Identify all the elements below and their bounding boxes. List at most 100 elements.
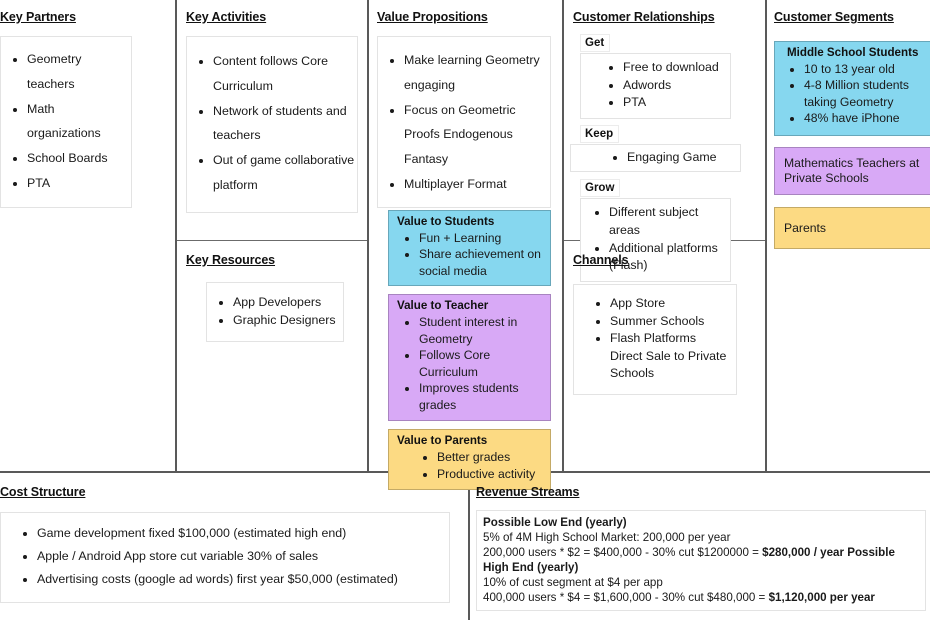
list-item: 4-8 Million students taking Geometry xyxy=(804,77,930,110)
list-item: Focus on Geometric Proofs Endogenous Fan… xyxy=(404,98,550,172)
list-item: Summer Schools xyxy=(610,313,736,331)
card-middle-school-students: Middle School Students 10 to 13 year old… xyxy=(774,41,930,136)
cost-structure-title: Cost Structure xyxy=(0,485,86,499)
list-item: Game development fixed $100,000 (estimat… xyxy=(37,522,449,545)
list-item: Geometry teachers xyxy=(27,47,131,97)
group-label-keep: Keep xyxy=(580,124,620,143)
key-activities-panel: Content follows Core Curriculum Network … xyxy=(186,36,358,213)
list-item: Advertising costs (google ad words) firs… xyxy=(37,568,449,591)
list-item: Student interest in Geometry xyxy=(419,314,550,347)
key-partners-panel: Geometry teachers Math organizations Sch… xyxy=(0,36,132,208)
list-item: Share achievement on social media xyxy=(419,246,550,279)
list-item: App Developers xyxy=(233,294,343,312)
list-item: Free to download xyxy=(623,59,730,77)
list-item: 48% have iPhone xyxy=(804,110,930,126)
channels-panel: App Store Summer Schools Flash Platforms… xyxy=(573,284,737,396)
block-revenue-streams: Revenue Streams Possible Low End (yearly… xyxy=(470,473,930,612)
revenue-high-line-2: 400,000 users * $4 = $1,600,000 - 30% cu… xyxy=(483,590,919,605)
customer-relationships-title: Customer Relationships xyxy=(573,10,715,24)
list-item: Productive activity xyxy=(437,466,550,482)
value-propositions-list: Make learning Geometry engaging Focus on… xyxy=(378,48,550,197)
relationship-group-keep: Keep Engaging Game xyxy=(564,124,765,173)
grow-panel: Different subject areas Additional platf… xyxy=(580,198,731,282)
divider-key-activities-resources xyxy=(177,240,367,241)
value-propositions-title: Value Propositions xyxy=(377,10,488,24)
list-item: Content follows Core Curriculum xyxy=(213,49,357,99)
list-item: Fun + Learning xyxy=(419,230,550,246)
revenue-low-end-heading: Possible Low End (yearly) xyxy=(483,516,627,529)
customer-segments-title: Customer Segments xyxy=(774,10,894,24)
card-parents: Parents xyxy=(774,207,930,250)
card-title: Value to Students xyxy=(397,214,495,228)
card-list: Fun + Learning Share achievement on soci… xyxy=(389,230,550,279)
list-item: Network of students and teachers xyxy=(213,99,357,149)
list-item: Apple / Android App store cut variable 3… xyxy=(37,545,449,568)
card-mathematics-teachers: Mathematics Teachers at Private Schools xyxy=(774,146,930,196)
group-label-get: Get xyxy=(580,34,611,52)
block-channels: Channels App Store Summer Schools Flash … xyxy=(564,240,765,396)
divider-bottom-col xyxy=(468,471,470,620)
divider-col-2 xyxy=(367,0,369,472)
revenue-low-line-2-text: 200,000 users * $2 = $400,000 - 30% cut … xyxy=(483,546,763,560)
card-title: Value to Teacher xyxy=(397,299,489,313)
channels-list: App Store Summer Schools Flash Platforms… xyxy=(574,295,736,383)
keep-panel: Engaging Game xyxy=(570,143,741,173)
relationship-group-grow: Grow Different subject areas Additional … xyxy=(564,178,765,282)
list-item: Follows Core Curriculum xyxy=(419,347,550,380)
revenue-low-line-2-bold: $280,000 / year Possible High End (yearl… xyxy=(483,546,895,575)
revenue-low-line-1: 5% of 4M High School Market: 200,000 per… xyxy=(483,531,731,545)
block-customer-relationships: Customer Relationships Get Free to downl… xyxy=(564,0,765,282)
block-key-resources: Key Resources App Developers Graphic Des… xyxy=(177,240,367,343)
block-value-propositions: Value Propositions Make learning Geometr… xyxy=(369,0,562,491)
list-item: Additional platforms (Flash) xyxy=(609,240,730,275)
block-key-activities: Key Activities Content follows Core Curr… xyxy=(177,0,367,213)
divider-col-3 xyxy=(562,0,564,472)
get-panel: Free to download Adwords PTA xyxy=(580,53,731,119)
cost-structure-panel: Game development fixed $100,000 (estimat… xyxy=(0,512,450,603)
list-item: School Boards xyxy=(27,146,131,171)
revenue-low-line-2: 200,000 users * $2 = $400,000 - 30% cut … xyxy=(483,545,919,575)
key-activities-list: Content follows Core Curriculum Network … xyxy=(187,49,357,198)
keep-list: Engaging Game xyxy=(571,149,740,167)
card-value-to-parents: Value to Parents Better grades Productiv… xyxy=(388,429,551,491)
key-partners-list: Geometry teachers Math organizations Sch… xyxy=(1,47,131,196)
card-title: Value to Parents xyxy=(397,434,488,448)
list-item: PTA xyxy=(27,171,131,196)
list-item: Engaging Game xyxy=(627,149,740,167)
list-item: Out of game collaborative platform xyxy=(213,148,357,198)
card-value-to-teacher: Value to Teacher Student interest in Geo… xyxy=(388,294,551,422)
key-resources-list: App Developers Graphic Designers xyxy=(207,294,343,329)
divider-col-1 xyxy=(175,0,177,472)
cost-structure-list: Game development fixed $100,000 (estimat… xyxy=(1,522,449,591)
block-customer-segments: Customer Segments Middle School Students… xyxy=(767,0,930,250)
list-item: Adwords xyxy=(623,77,730,95)
list-item: App Store xyxy=(610,295,736,313)
list-item: Math organizations xyxy=(27,97,131,147)
key-partners-title: Key Partners xyxy=(0,10,76,24)
list-item: 10 to 13 year old xyxy=(804,61,930,77)
relationship-group-get: Get Free to download Adwords PTA xyxy=(564,33,765,119)
card-list: Better grades Productive activity xyxy=(389,449,550,482)
value-propositions-panel: Make learning Geometry engaging Focus on… xyxy=(377,36,551,208)
card-title: Middle School Students xyxy=(787,46,919,59)
card-list: Student interest in Geometry Follows Cor… xyxy=(389,314,550,413)
list-item: Multiplayer Format xyxy=(404,172,550,197)
revenue-streams-panel: Possible Low End (yearly) 5% of 4M High … xyxy=(476,510,926,612)
get-list: Free to download Adwords PTA xyxy=(581,59,730,112)
grow-list: Different subject areas Additional platf… xyxy=(581,204,730,274)
list-item: Make learning Geometry engaging xyxy=(404,48,550,98)
revenue-high-line-2-bold: $1,120,000 per year xyxy=(768,591,875,605)
revenue-streams-title: Revenue Streams xyxy=(476,485,580,499)
list-item: Different subject areas xyxy=(609,204,730,239)
revenue-high-line-1: 10% of cust segment at $4 per app xyxy=(483,576,663,590)
list-item: Better grades xyxy=(437,449,550,465)
list-item-label: Flash Platforms xyxy=(610,331,697,346)
divider-col-4 xyxy=(765,0,767,472)
group-label-grow: Grow xyxy=(580,179,621,198)
key-resources-title: Key Resources xyxy=(186,253,276,267)
block-key-partners: Key Partners Geometry teachers Math orga… xyxy=(0,0,175,208)
list-item: Graphic Designers xyxy=(233,312,343,330)
revenue-high-line-2-text: 400,000 users * $4 = $1,600,000 - 30% cu… xyxy=(483,591,769,605)
key-activities-title: Key Activities xyxy=(186,10,267,24)
